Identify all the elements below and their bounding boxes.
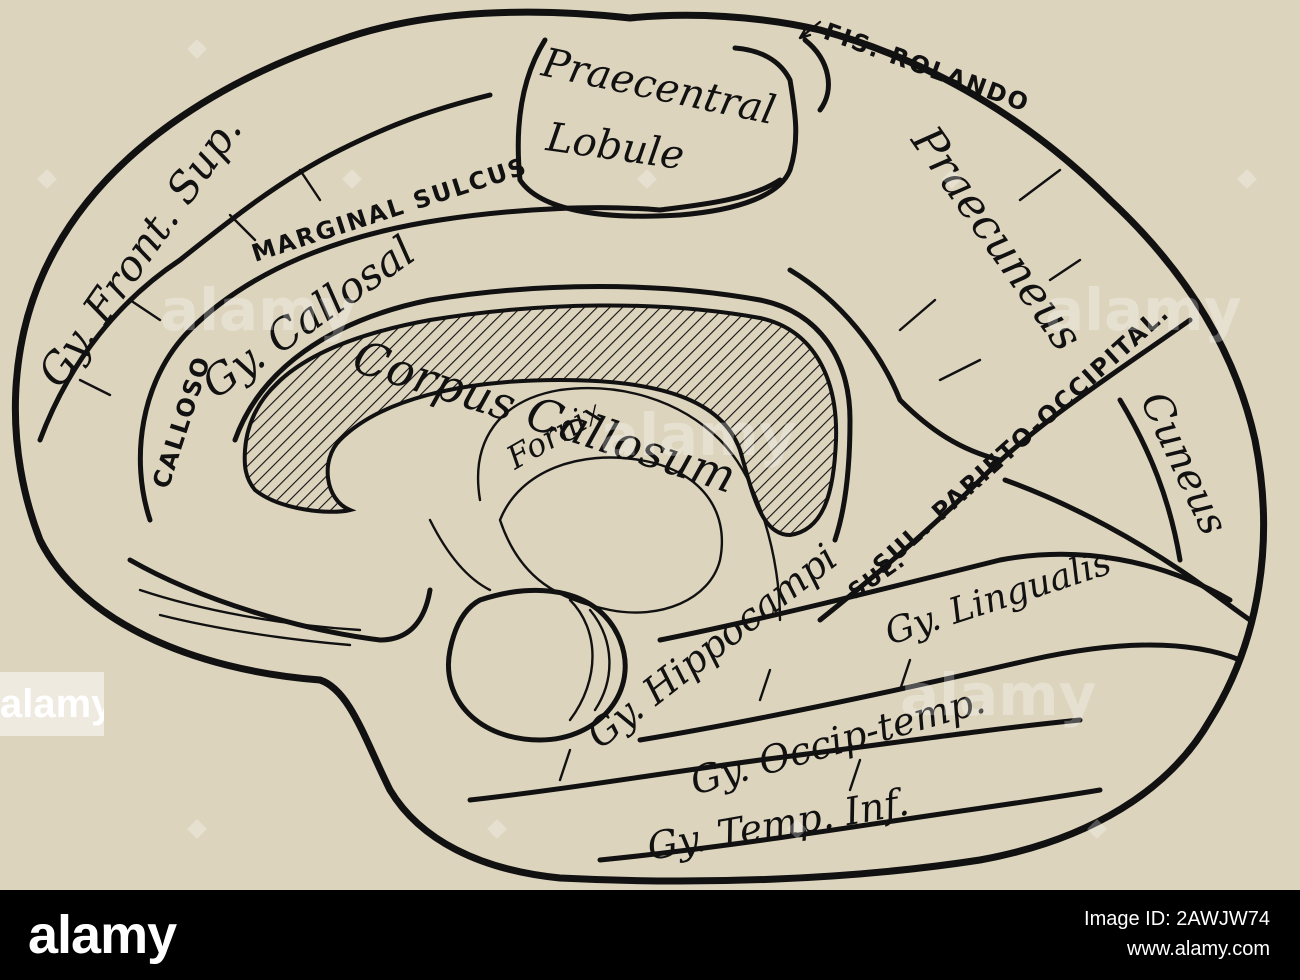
parieto-occipital-sulcus [817,317,1193,623]
calcarine-sulcus [1002,477,1253,623]
paracentral-boundary [515,37,799,219]
fornix-outline [476,386,782,622]
frontal-branch [78,168,322,397]
hemisphere-outline [11,8,1268,885]
inferior-temporal-line [597,787,1103,863]
temporal-pole-curve [127,557,433,643]
callosomarginal-sulcus [137,205,663,523]
callosal-sulcus [232,284,853,543]
hippocampal-sulcus [657,551,1233,643]
label-cuneus: Cuneus [1131,385,1237,542]
watermark-text: alamy [160,276,356,344]
praecuneus-sulcus [787,267,1003,463]
watermark-text: alamy [1045,276,1241,344]
label-fis-rolando: FIS. ROLANDO [820,17,1034,118]
corpus-callosum [242,303,839,538]
uncus-outline [446,587,628,743]
cuneus-sulcus [1117,397,1183,563]
temporal-pole-lines [138,588,362,647]
watermark-badge-left: alamy [0,672,104,736]
collateral-sulcus [637,642,1243,743]
praecuneus-branches [898,168,1082,382]
brain-medial-surface-diagram: FIS. ROLANDO MARGINAL SULCUS CALLOSO SUL… [11,8,1268,885]
septum-line [428,518,492,592]
thalamus-outline [498,456,724,614]
rolando-arrow [798,20,822,40]
website-url: www.alamy.com [1127,938,1270,960]
frontal-sulcus [37,92,493,443]
watermark-text: alamy [900,661,1096,729]
label-gy-hippocampi: Gy. Hippocampi [578,535,845,757]
marginal-sulcus-branch [657,177,783,213]
label-lobule: Lobule [543,114,688,179]
watermark-text: alamy [600,401,796,469]
occipitotemporal-sulcus [467,717,1083,803]
alamy-logo: alamy [28,905,177,965]
image-id: Image ID: 2AWJW74 [1084,908,1270,930]
footer-meta: Image ID: 2AWJW74 www.alamy.com [1084,904,1270,964]
footer-bar: alamy Image ID: 2AWJW74 www.alamy.com [0,890,1300,980]
uncus-folds [568,598,611,722]
label-gy-temp-inf: Gy. Temp. Inf. [644,780,912,869]
fissure-of-rolando-line [802,37,831,113]
ventral-branches [558,658,912,792]
